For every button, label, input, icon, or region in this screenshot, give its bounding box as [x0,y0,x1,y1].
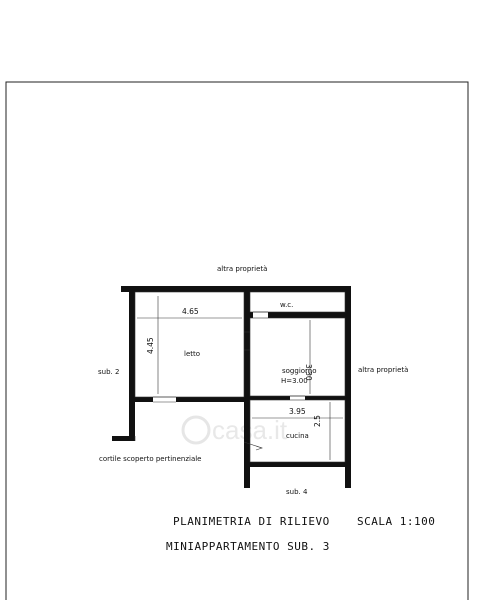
courtyard-label: cortile scoperto pertinenziale [99,455,202,463]
dimension-lines [137,296,343,460]
living-label: soggiorno [282,367,317,375]
right-neighbor-label: altra proprietà [358,366,408,374]
watermark: casa.it [181,415,288,445]
wc-label: w.c. [280,301,293,309]
living-height-note: H=3.00 [281,377,308,385]
plan-scale: SCALA 1:100 [357,515,435,528]
inner-lines [134,291,346,463]
sheet-border [5,81,469,600]
bedroom-width-dim: 4.65 [182,307,199,316]
plan-subtitle: MINIAPPARTAMENTO SUB. 3 [166,540,330,553]
left-sub-label: sub. 2 [98,368,119,376]
bedroom-depth-dim: 4.45 [146,337,155,354]
kitchen-depth-dim: 2.5 [313,415,322,427]
living-depth-dim: 3.30 [304,364,313,381]
bedroom-label: letto [184,350,200,358]
kitchen-label: cucina [286,432,309,440]
top-neighbor-label: altra proprietà [217,265,267,273]
bottom-sub-label: sub. 4 [286,488,308,496]
kitchen-width-dim: 3.95 [289,407,306,416]
plan-title: PLANIMETRIA DI RILIEVO [173,515,330,528]
